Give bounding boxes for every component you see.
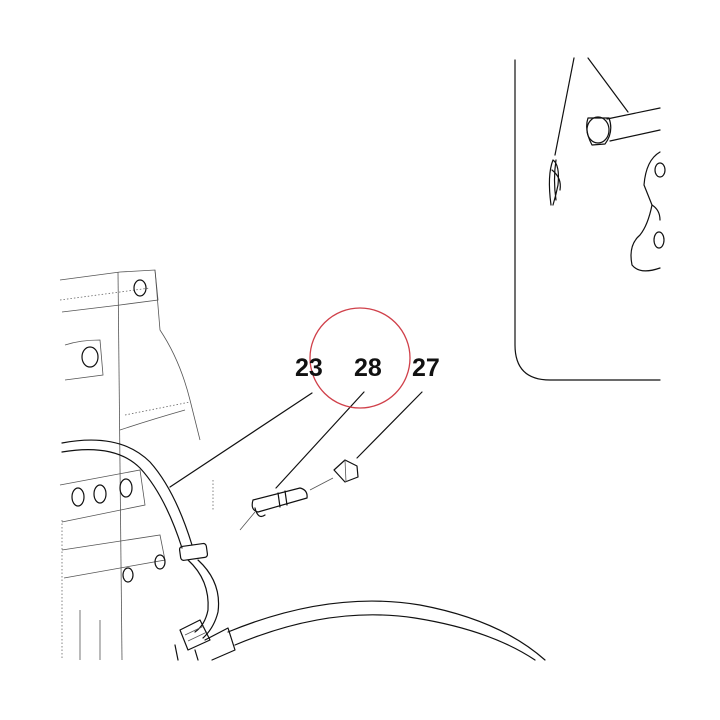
- callout-27: 27: [412, 354, 440, 382]
- cable-end-28: [212, 480, 308, 531]
- inset-detail-panel: [514, 57, 666, 381]
- cotter-pin: [548, 159, 561, 206]
- fork-tube-assembly: [59, 269, 201, 661]
- callout-23: 23: [295, 354, 323, 382]
- clevis-pin: [586, 107, 661, 146]
- leader-line-23: [169, 392, 313, 488]
- cable-23: [61, 439, 546, 661]
- highlight-circle: [309, 307, 411, 409]
- bolt-27: [309, 459, 359, 491]
- leader-line-28: [275, 391, 365, 489]
- callout-28: 28: [354, 354, 382, 382]
- leader-line-27: [356, 391, 423, 459]
- bracket: [630, 151, 666, 272]
